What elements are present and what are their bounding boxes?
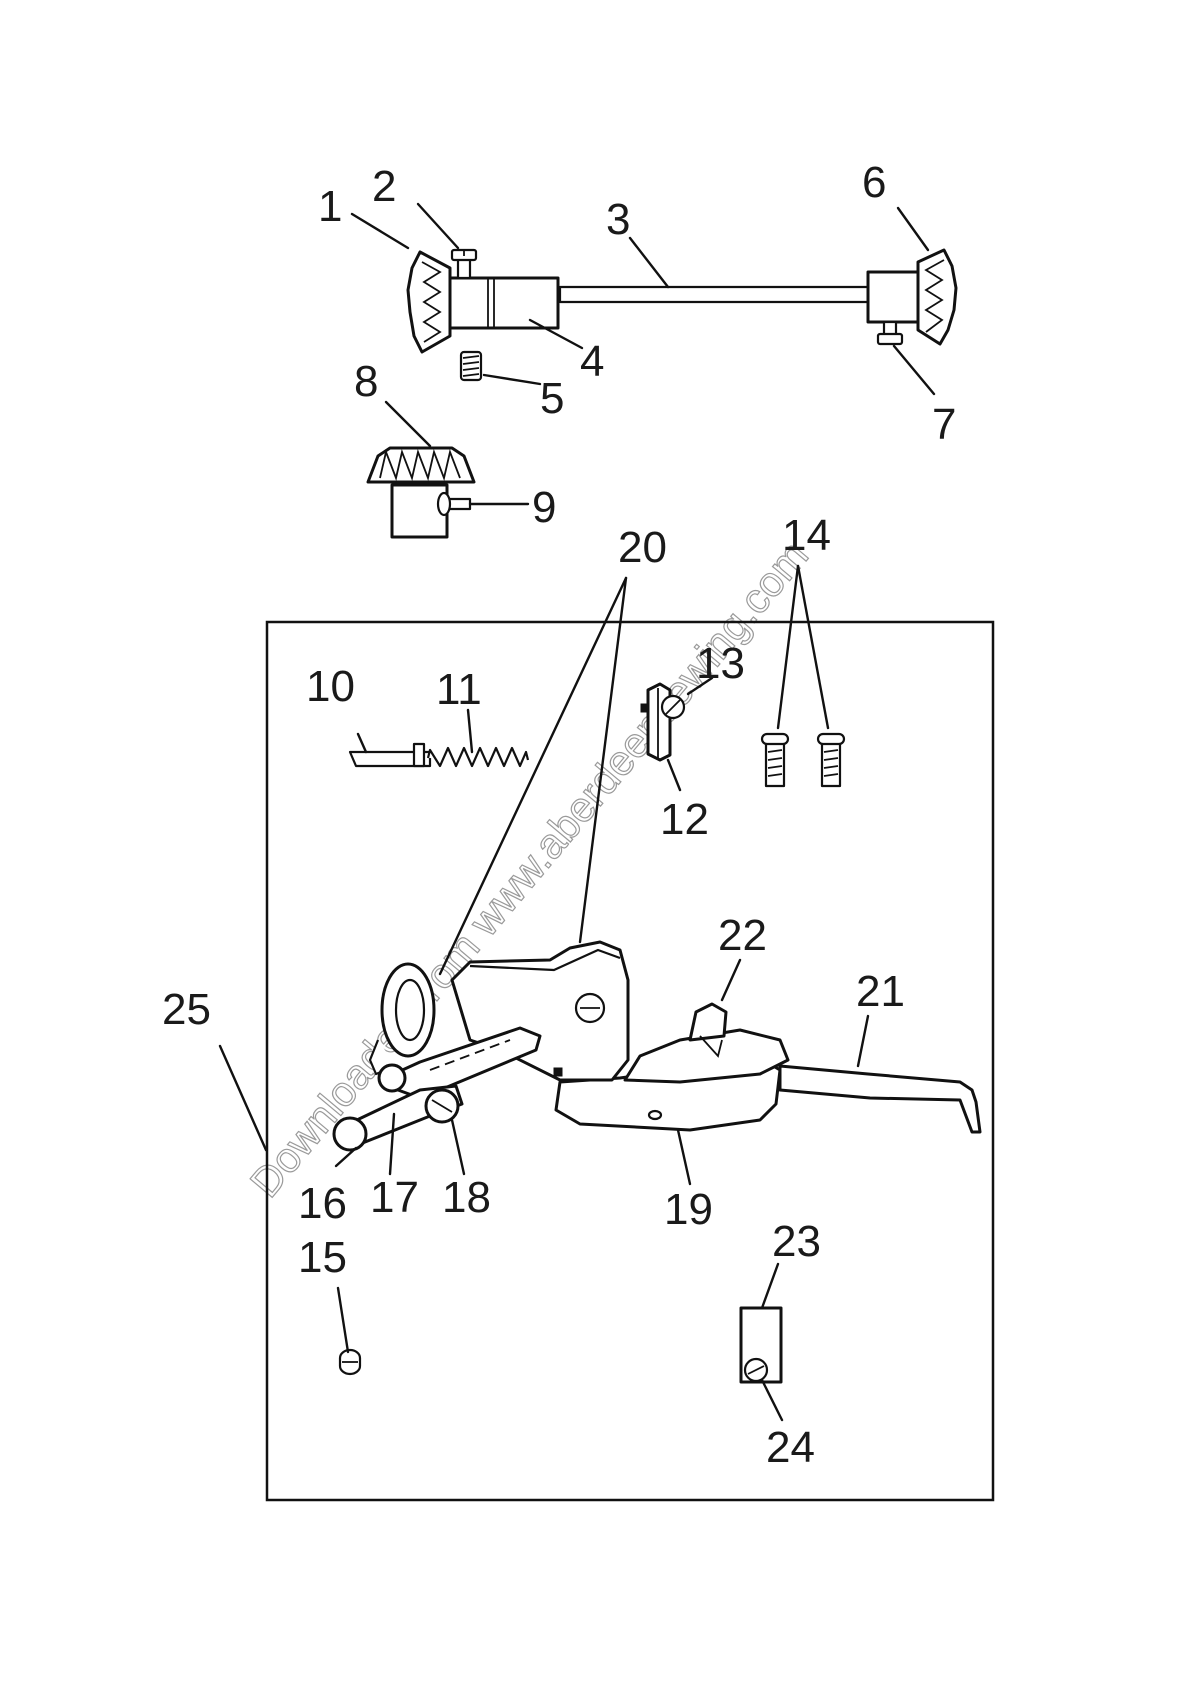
left-bushing	[450, 278, 558, 328]
shaft	[560, 287, 870, 302]
part-number-17: 17	[370, 1173, 419, 1222]
part-number-10: 10	[306, 662, 355, 711]
part-number-23: 23	[772, 1217, 821, 1266]
spring	[428, 748, 528, 766]
part-number-22: 22	[718, 911, 767, 960]
part-number-13: 13	[696, 639, 745, 688]
part-number-20: 20	[618, 523, 667, 572]
screw-pair	[762, 734, 844, 786]
cover-plate	[741, 1308, 781, 1382]
part-number-4: 4	[580, 337, 604, 386]
pin	[350, 744, 430, 766]
lower-gear-assembly	[368, 448, 474, 537]
part-number-7: 7	[932, 400, 956, 449]
part-number-14: 14	[782, 511, 831, 560]
part-number-21: 21	[856, 967, 905, 1016]
part-number-18: 18	[442, 1173, 491, 1222]
part-number-25: 25	[162, 985, 211, 1034]
small-cap	[340, 1350, 360, 1374]
part-number-19: 19	[664, 1185, 713, 1234]
part-number-8: 8	[354, 357, 378, 406]
part-number-16: 16	[298, 1179, 347, 1228]
part-number-2: 2	[372, 162, 396, 211]
right-bushing	[868, 272, 918, 322]
part-number-12: 12	[660, 795, 709, 844]
part-number-5: 5	[540, 374, 564, 423]
shaft-assembly	[408, 250, 956, 380]
left-bevel-gear	[408, 252, 450, 352]
part-number-24: 24	[766, 1423, 815, 1472]
part-number-1: 1	[318, 182, 342, 231]
loose-set-screw	[461, 352, 481, 380]
part-number-3: 3	[606, 195, 630, 244]
ball-end	[334, 1118, 366, 1150]
part-number-9: 9	[532, 483, 556, 532]
part-number-11: 11	[436, 665, 482, 714]
long-lever	[780, 1066, 980, 1132]
part-number-15: 15	[298, 1233, 347, 1282]
part-number-6: 6	[862, 158, 886, 207]
